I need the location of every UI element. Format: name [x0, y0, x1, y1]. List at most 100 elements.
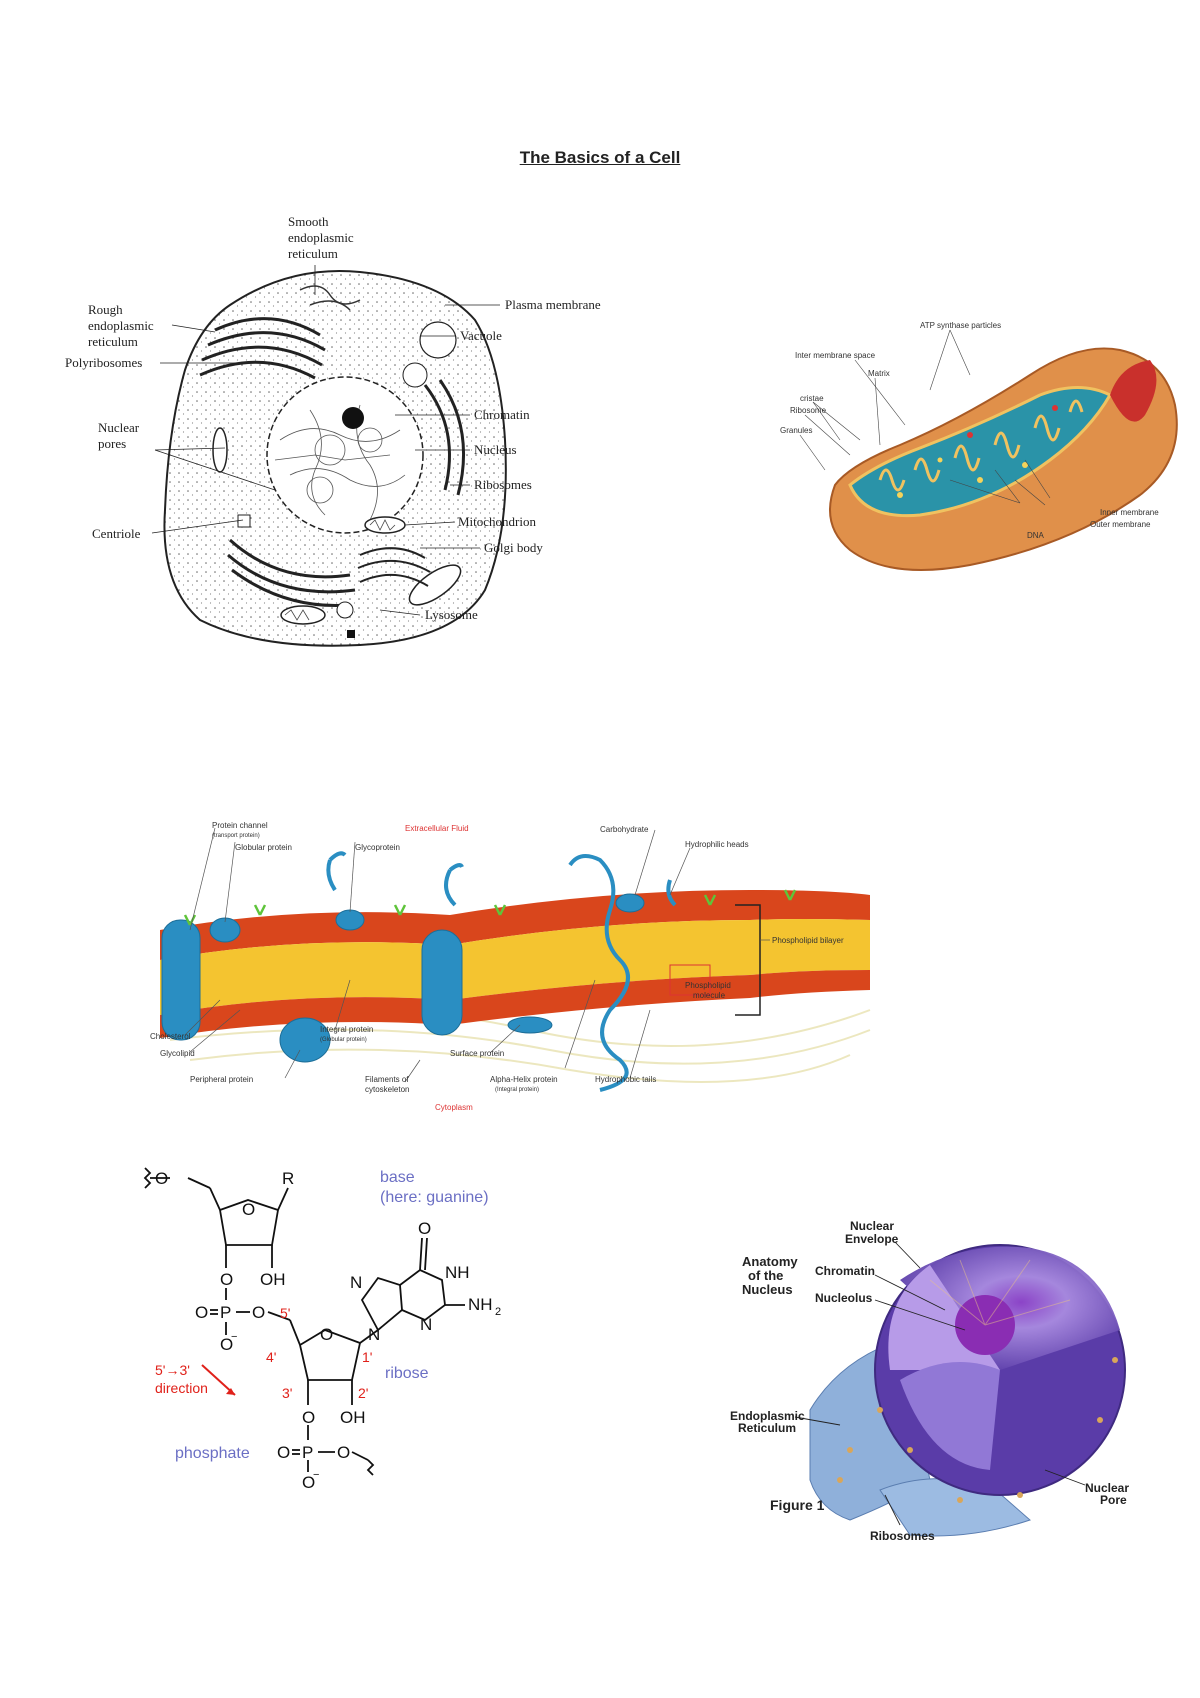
label-rough-er-3: reticulum: [88, 334, 138, 349]
animal-cell-diagram: Smooth endoplasmic reticulum Rough endop…: [65, 214, 601, 647]
chem-phosphate: phosphate: [175, 1445, 250, 1462]
page-title: The Basics of a Cell: [519, 148, 681, 167]
label-ribosomes: Ribosomes: [474, 477, 532, 492]
label-nuclear-pores-2: pores: [98, 436, 126, 451]
chem-direction-2: direction: [155, 1380, 208, 1396]
label-polyribosomes: Polyribosomes: [65, 355, 142, 370]
label-peripheral-protein: Peripheral protein: [190, 1075, 253, 1084]
chem-minus-2: −: [313, 1469, 319, 1481]
label-protein-channel-1: Protein channel: [212, 821, 268, 830]
label-nuclear-envelope-2: Envelope: [845, 1232, 899, 1246]
label-hydrophilic-heads: Hydrophilic heads: [685, 840, 749, 849]
label-glycolipid: Glycolipid: [160, 1049, 195, 1058]
label-phospholipid-molecule-1: Phospholipid: [685, 981, 731, 990]
mitochondrion-diagram: ATP synthase particles Inter membrane sp…: [780, 321, 1178, 571]
label-dna: DNA: [1027, 531, 1045, 540]
label-centriole: Centriole: [92, 526, 141, 541]
label-nuclear-pore-2: Pore: [1100, 1493, 1127, 1507]
label-rough-er-2: endoplasmic: [88, 318, 154, 333]
label-mitochondrion: Mitochondrion: [458, 514, 536, 529]
label-nuclear-pores-1: Nuclear: [98, 420, 140, 435]
chem-o-eq-2: O: [277, 1443, 290, 1462]
chem-nh: NH: [445, 1263, 470, 1282]
chem-o-link-1: O: [220, 1270, 233, 1289]
chem-o-link-2: O: [302, 1408, 315, 1427]
label-ribosomes-nuc: Ribosomes: [870, 1529, 935, 1543]
chem-n-2: N: [420, 1315, 432, 1334]
chem-p-2: P: [302, 1443, 313, 1462]
label-smooth-er-3: reticulum: [288, 246, 338, 261]
bilayer-tails: [160, 919, 870, 1015]
label-surface-protein: Surface protein: [450, 1049, 504, 1058]
label-extracellular-fluid: Extracellular Fluid: [405, 824, 469, 833]
chem-base-1: base: [380, 1169, 415, 1186]
label-nuclear-pore-1: Nuclear: [1085, 1481, 1129, 1495]
protein-channel-shape: [161, 919, 201, 1041]
chem-nh2: NH: [468, 1295, 493, 1314]
label-chromatin-nuc: Chromatin: [815, 1264, 875, 1278]
label-golgi-body: Golgi body: [484, 540, 543, 555]
chem-o-bottom: O: [302, 1473, 315, 1492]
chem-oh-2: OH: [340, 1408, 366, 1427]
chem-p-1: P: [220, 1303, 231, 1322]
label-cristae: cristae: [800, 394, 824, 403]
label-granules: Granules: [780, 426, 812, 435]
chem-2prime: 2': [358, 1385, 368, 1401]
label-inter-membrane-space: Inter membrane space: [795, 351, 876, 360]
label-nucleus: Nucleus: [474, 442, 517, 457]
chem-n-1: N: [350, 1273, 362, 1292]
label-smooth-er-2: endoplasmic: [288, 230, 354, 245]
label-globular-protein: Globular protein: [235, 843, 292, 852]
cell-membrane-diagram: Extracellular Fluid Protein channel (tra…: [150, 821, 871, 1112]
label-anatomy-3: Nucleus: [742, 1282, 793, 1297]
chem-nh2-sub: 2: [495, 1306, 501, 1318]
alpha-helix-shape: [568, 854, 630, 1092]
nucleotide-structure-diagram: O R O O OH O P O O − 5' O 4' 1' 3' 2' O …: [143, 1167, 501, 1492]
chem-r: R: [282, 1169, 294, 1188]
label-nuclear-envelope-1: Nuclear: [850, 1220, 894, 1233]
nucleus-anatomy-diagram: Nuclear Envelope Chromatin Nucleolus Ana…: [730, 1220, 1129, 1543]
label-protein-channel-2: (transport protein): [212, 833, 260, 839]
label-ribosome: Ribosome: [790, 406, 827, 415]
nucleolus-shape: [342, 407, 364, 429]
chem-o-ring-1: O: [242, 1200, 255, 1219]
chem-base-2: (here: guanine): [380, 1189, 489, 1206]
label-integral-protein-2: (Globular protein): [320, 1037, 367, 1043]
label-inner-membrane: Inner membrane: [1100, 508, 1159, 517]
label-carbohydrate: Carbohydrate: [600, 825, 649, 834]
chem-5prime: 5': [280, 1305, 290, 1321]
chem-o-bridge-1: O: [252, 1303, 265, 1322]
label-anatomy-1: Anatomy: [742, 1254, 798, 1269]
label-er-2: Reticulum: [738, 1421, 796, 1435]
label-er-1: Endoplasmic: [730, 1409, 805, 1423]
label-cytoplasm: Cytoplasm: [435, 1103, 473, 1112]
bilayer-top-heads: [160, 890, 870, 960]
label-atp-synthase: ATP synthase particles: [920, 321, 1001, 330]
chem-direction-1: 5'→3': [155, 1362, 190, 1378]
label-chromatin: Chromatin: [474, 407, 530, 422]
label-plasma-membrane: Plasma membrane: [505, 297, 601, 312]
label-outer-membrane: Outer membrane: [1090, 520, 1151, 529]
chem-n-3: N: [368, 1325, 380, 1344]
chem-oh-1: OH: [260, 1270, 286, 1289]
label-matrix: Matrix: [868, 369, 890, 378]
label-nucleolus: Nucleolus: [815, 1291, 873, 1305]
label-alpha-helix-1: Alpha-Helix protein: [490, 1075, 558, 1084]
chem-4prime: 4': [266, 1349, 276, 1365]
chem-o-top: O: [155, 1169, 168, 1188]
chem-1prime: 1': [362, 1349, 372, 1365]
chem-o-bridge-2: O: [337, 1443, 350, 1462]
label-phospholipid-bilayer: Phospholipid bilayer: [772, 936, 844, 945]
label-vacuole: Vacuole: [460, 328, 502, 343]
label-cholesterol: Cholesterol: [150, 1032, 191, 1041]
chem-ribose: ribose: [385, 1365, 429, 1382]
label-anatomy-2: of the: [748, 1268, 783, 1283]
chem-o-ring-2: O: [320, 1325, 333, 1344]
label-figure-1: Figure 1: [770, 1497, 825, 1513]
label-integral-protein-1: Integral protein: [320, 1025, 373, 1034]
label-filaments-2: cytoskeleton: [365, 1085, 409, 1094]
label-rough-er-1: Rough: [88, 302, 123, 317]
label-smooth-er-1: Smooth: [288, 214, 329, 229]
label-alpha-helix-2: (Integral protein): [495, 1087, 539, 1093]
label-filaments-1: Filaments of: [365, 1075, 409, 1084]
